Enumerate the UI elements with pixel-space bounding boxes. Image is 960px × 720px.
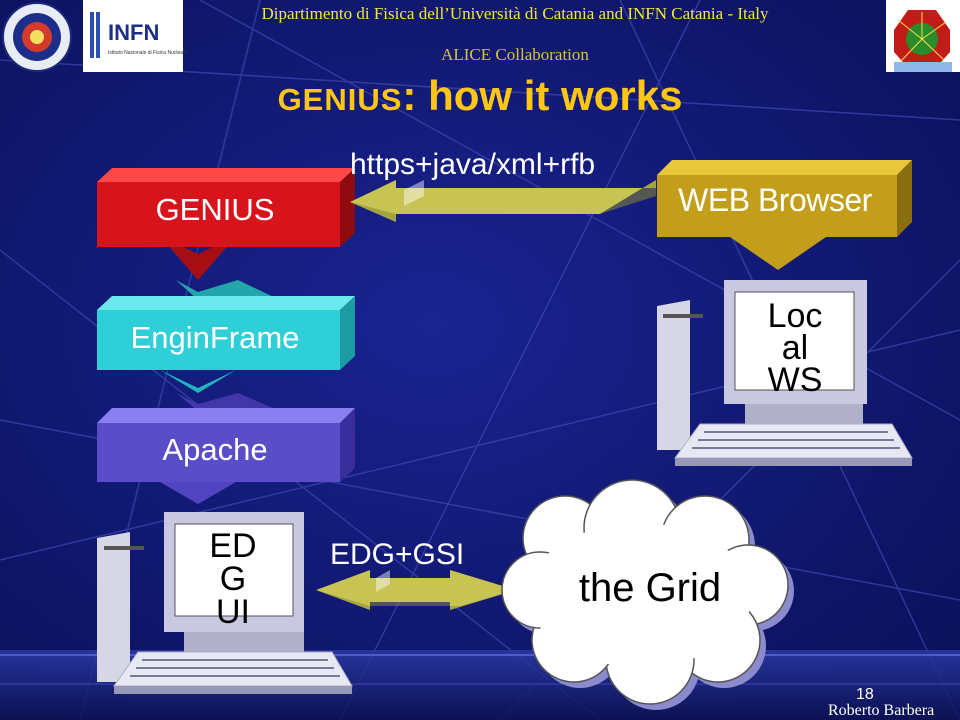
infn-logo-name: INFN: [108, 20, 159, 45]
enginframe-box: [97, 280, 355, 393]
web-browser-label: WEB Browser: [678, 182, 872, 218]
title-suffix: : how it works: [402, 72, 683, 119]
grid-label: the Grid: [578, 566, 722, 610]
slide-number: 18: [856, 686, 874, 703]
collaboration-header: ALICE Collaboration: [441, 45, 589, 64]
genius-label: GENIUS: [155, 192, 275, 227]
top-protocol-arrow: [350, 180, 656, 222]
bottom-protocol-arrow: [316, 570, 516, 610]
infn-logo-subtitle: Istituto Nazionale di Fisica Nucleare: [108, 50, 188, 56]
apache-box: [97, 393, 355, 504]
local-ws-label: Loc al WS: [767, 297, 823, 399]
alice-event-logo: [886, 0, 960, 72]
title-prefix: GENIUS: [277, 82, 403, 117]
department-header: Dipartimento di Fisica dell’Università d…: [261, 4, 769, 23]
university-seal-logo: [2, 2, 72, 72]
apache-label: Apache: [162, 432, 268, 467]
local-ws-computer: [657, 280, 913, 466]
edg-ui-label: ED G UI: [209, 527, 257, 631]
enginframe-label: EnginFrame: [130, 320, 300, 355]
edg-ui-computer: [97, 512, 353, 694]
slide-title: GENIUS: how it works: [150, 72, 810, 120]
web-browser-box: [657, 160, 912, 270]
genius-box: [97, 168, 355, 280]
grid-cloud: [501, 479, 794, 710]
top-protocol-label: https+java/xml+rfb: [350, 148, 596, 181]
author-name: Roberto Barbera: [828, 702, 935, 719]
bottom-protocol-label: EDG+GSI: [330, 538, 465, 571]
infn-logo: INFN Istituto Nazionale di Fisica Nuclea…: [83, 0, 188, 72]
